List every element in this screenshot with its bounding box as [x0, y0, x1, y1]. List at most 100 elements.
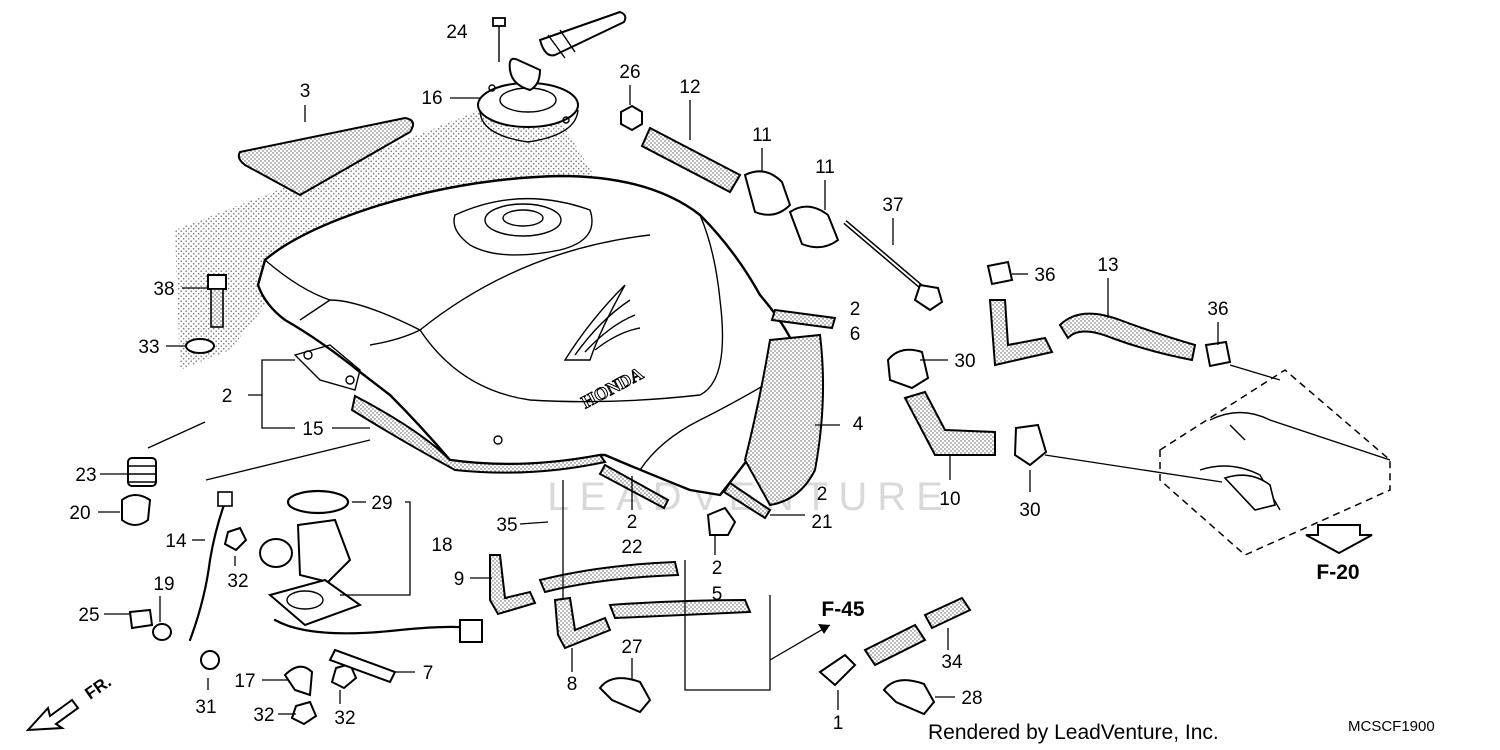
grommet-11 — [743, 170, 840, 249]
callout-24: 24 — [446, 22, 468, 43]
callout-4: 4 — [853, 414, 864, 435]
callout-19: 19 — [153, 574, 174, 595]
callout-3: 3 — [300, 81, 311, 102]
grommet-31 — [200, 650, 220, 670]
front-label: FR. — [81, 672, 114, 703]
front-direction-arrow: FR. — [25, 672, 115, 732]
callout-34: 34 — [941, 652, 963, 673]
clamp-27 — [598, 677, 652, 714]
callout-25: 25 — [78, 605, 99, 626]
callouts: 3 16 24 26 12 11 11 37 38 33 2 15 2 6 4 … — [69, 22, 1359, 734]
callout-11a: 11 — [752, 125, 772, 146]
bracket-7 — [328, 648, 397, 684]
breather-hose-9 — [489, 554, 537, 616]
hose-13b — [1058, 312, 1197, 362]
render-credit: Rendered by LeadVenture, Inc. — [928, 721, 1219, 744]
callout-8: 8 — [567, 674, 578, 695]
nut-26 — [620, 104, 643, 132]
ref-f45: F-45 — [821, 598, 865, 621]
callout-36b: 36 — [1207, 299, 1228, 320]
callout-32c: 32 — [334, 708, 355, 729]
callout-32b: 32 — [253, 705, 274, 726]
callout-21: 21 — [811, 512, 832, 533]
callout-2b: 2 — [850, 299, 861, 320]
bolt-38 — [207, 274, 227, 328]
hose-10 — [903, 390, 996, 456]
cushion-23 — [127, 457, 157, 487]
callout-10: 10 — [939, 489, 960, 510]
hose-13 — [988, 299, 1054, 367]
callout-20: 20 — [69, 503, 90, 524]
callout-30a: 30 — [954, 351, 975, 372]
washer-33 — [185, 338, 215, 354]
side-pad-4 — [743, 333, 825, 507]
screw-24 — [492, 17, 506, 62]
callout-2e: 2 — [817, 484, 828, 505]
grommet-20 — [121, 494, 152, 526]
hose-34b — [923, 596, 972, 630]
callout-27: 27 — [621, 637, 642, 658]
washer-19 — [152, 623, 172, 641]
drain-hose-5 — [608, 598, 752, 620]
fuel-unit-wire-14 — [188, 491, 233, 642]
screw-25 — [128, 608, 154, 630]
strip-21 — [722, 481, 772, 520]
clamp-36b — [1204, 340, 1232, 368]
callout-13: 13 — [1097, 255, 1118, 276]
diagram-code: MCSCF1900 — [1348, 718, 1435, 735]
callout-2d: 2 — [712, 558, 723, 579]
bolt-37 — [843, 220, 944, 312]
f20-inset — [1159, 369, 1391, 556]
callout-11b: 11 — [815, 157, 835, 178]
callout-33: 33 — [138, 337, 159, 358]
callout-36a: 36 — [1034, 265, 1055, 286]
strip-22 — [598, 463, 670, 510]
joint-1 — [818, 653, 857, 687]
callout-2a: 2 — [222, 386, 233, 407]
callout-14: 14 — [165, 531, 187, 552]
fuel-tank-15 — [256, 174, 802, 497]
strip-6 — [770, 308, 837, 330]
ref-f20: F-20 — [1316, 561, 1359, 584]
clamp-28 — [882, 679, 936, 716]
nut-32c — [290, 700, 318, 726]
clip-2 — [706, 506, 737, 536]
callout-30b: 30 — [1019, 500, 1040, 521]
clamp-30a — [886, 348, 930, 390]
clamp-36a — [986, 260, 1014, 286]
callout-26: 26 — [619, 62, 640, 83]
callout-7: 7 — [423, 663, 434, 684]
callout-29: 29 — [371, 493, 392, 514]
hose-34a — [863, 623, 927, 667]
callout-2c: 2 — [627, 512, 638, 533]
callout-15: 15 — [302, 419, 323, 440]
callout-37: 37 — [882, 195, 903, 216]
callout-5: 5 — [712, 584, 723, 605]
callout-6: 6 — [850, 324, 861, 345]
fuel-filler-cap-16 — [477, 10, 627, 143]
drain-hose-8 — [553, 596, 612, 650]
nut-32a — [223, 526, 248, 552]
tank-cover-pad-3 — [237, 116, 415, 197]
gasket-29 — [286, 489, 350, 515]
callout-38: 38 — [153, 279, 174, 300]
callout-12: 12 — [679, 77, 700, 98]
fuel-pump-18 — [259, 518, 483, 643]
callout-16: 16 — [421, 88, 442, 109]
callout-32a: 32 — [227, 571, 248, 592]
callout-31: 31 — [195, 697, 216, 718]
callout-28: 28 — [961, 688, 982, 709]
callout-35: 35 — [496, 515, 517, 536]
clamp-30b — [1013, 423, 1048, 467]
callout-9: 9 — [454, 569, 465, 590]
leader-lines — [98, 85, 1281, 715]
callout-18: 18 — [431, 535, 452, 556]
callout-1: 1 — [833, 713, 844, 734]
rubber-12 — [640, 126, 742, 194]
bracket-17 — [283, 665, 314, 697]
callout-23: 23 — [75, 465, 96, 486]
breather-hose-22upper — [538, 560, 680, 594]
callout-17: 17 — [234, 671, 255, 692]
callout-22: 22 — [621, 537, 642, 558]
